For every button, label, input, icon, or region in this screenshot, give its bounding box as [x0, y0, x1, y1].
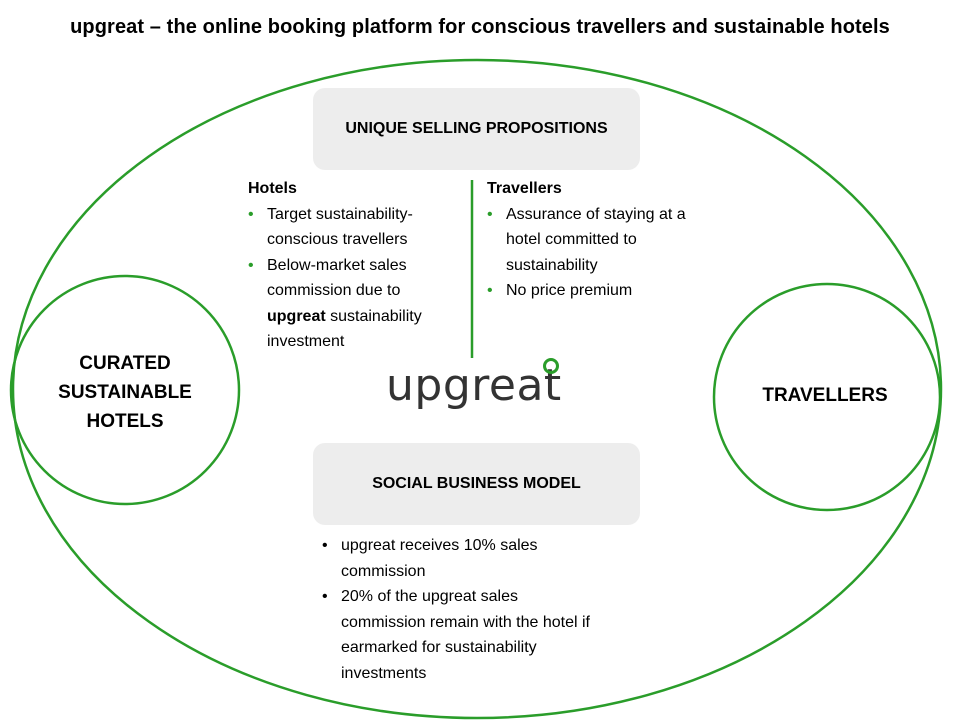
social-business-model-box: SOCIAL BUSINESS MODEL	[313, 443, 640, 525]
usp-box-label: UNIQUE SELLING PROPOSITIONS	[345, 120, 608, 137]
ring-icon	[543, 358, 559, 374]
list-item: • Below-market sales commission due to u…	[248, 253, 463, 355]
page-title: upgreat – the online booking platform fo…	[70, 16, 890, 38]
travellers-label: TRAVELLERS	[762, 384, 888, 406]
brand-name: upgreat	[267, 307, 326, 325]
travellers-list: • Assurance of staying at a hotel commit…	[487, 202, 712, 304]
hotels-column-title: Hotels	[248, 180, 297, 197]
right-circle	[712, 282, 942, 512]
travellers-column-title: Travellers	[487, 180, 562, 197]
list-item: • Assurance of staying at a hotel commit…	[487, 202, 712, 279]
list-item: • Target sustainability-conscious travel…	[248, 202, 463, 253]
sbm-box-label: SOCIAL BUSINESS MODEL	[372, 475, 581, 492]
upgreat-logo: upgreat	[386, 358, 576, 418]
hotels-column: Hotels • Target sustainability-conscious…	[248, 176, 463, 355]
social-business-model-list: • upgreat receives 10% sales commission …	[322, 533, 602, 686]
travellers-column: Travellers • Assurance of staying at a h…	[487, 176, 712, 304]
hotels-list: • Target sustainability-conscious travel…	[248, 202, 463, 355]
bullet-icon: •	[487, 205, 493, 223]
usp-box: UNIQUE SELLING PROPOSITIONS	[313, 88, 640, 170]
left-circle	[9, 274, 241, 506]
curated-hotels-label: CURATED SUSTAINABLE HOTELS	[58, 352, 192, 432]
bullet-icon: •	[248, 256, 254, 274]
bullet-icon: •	[322, 588, 328, 605]
bullet-icon: •	[487, 282, 493, 299]
list-item: • upgreat receives 10% sales commission	[322, 533, 602, 584]
list-item: • 20% of the upgreat sales commission re…	[322, 584, 602, 686]
logo-text: upgreat	[386, 360, 562, 411]
bullet-icon: •	[248, 205, 254, 223]
outer-ellipse	[11, 58, 943, 720]
bullet-icon: •	[322, 537, 328, 554]
list-item: • No price premium	[487, 278, 712, 304]
